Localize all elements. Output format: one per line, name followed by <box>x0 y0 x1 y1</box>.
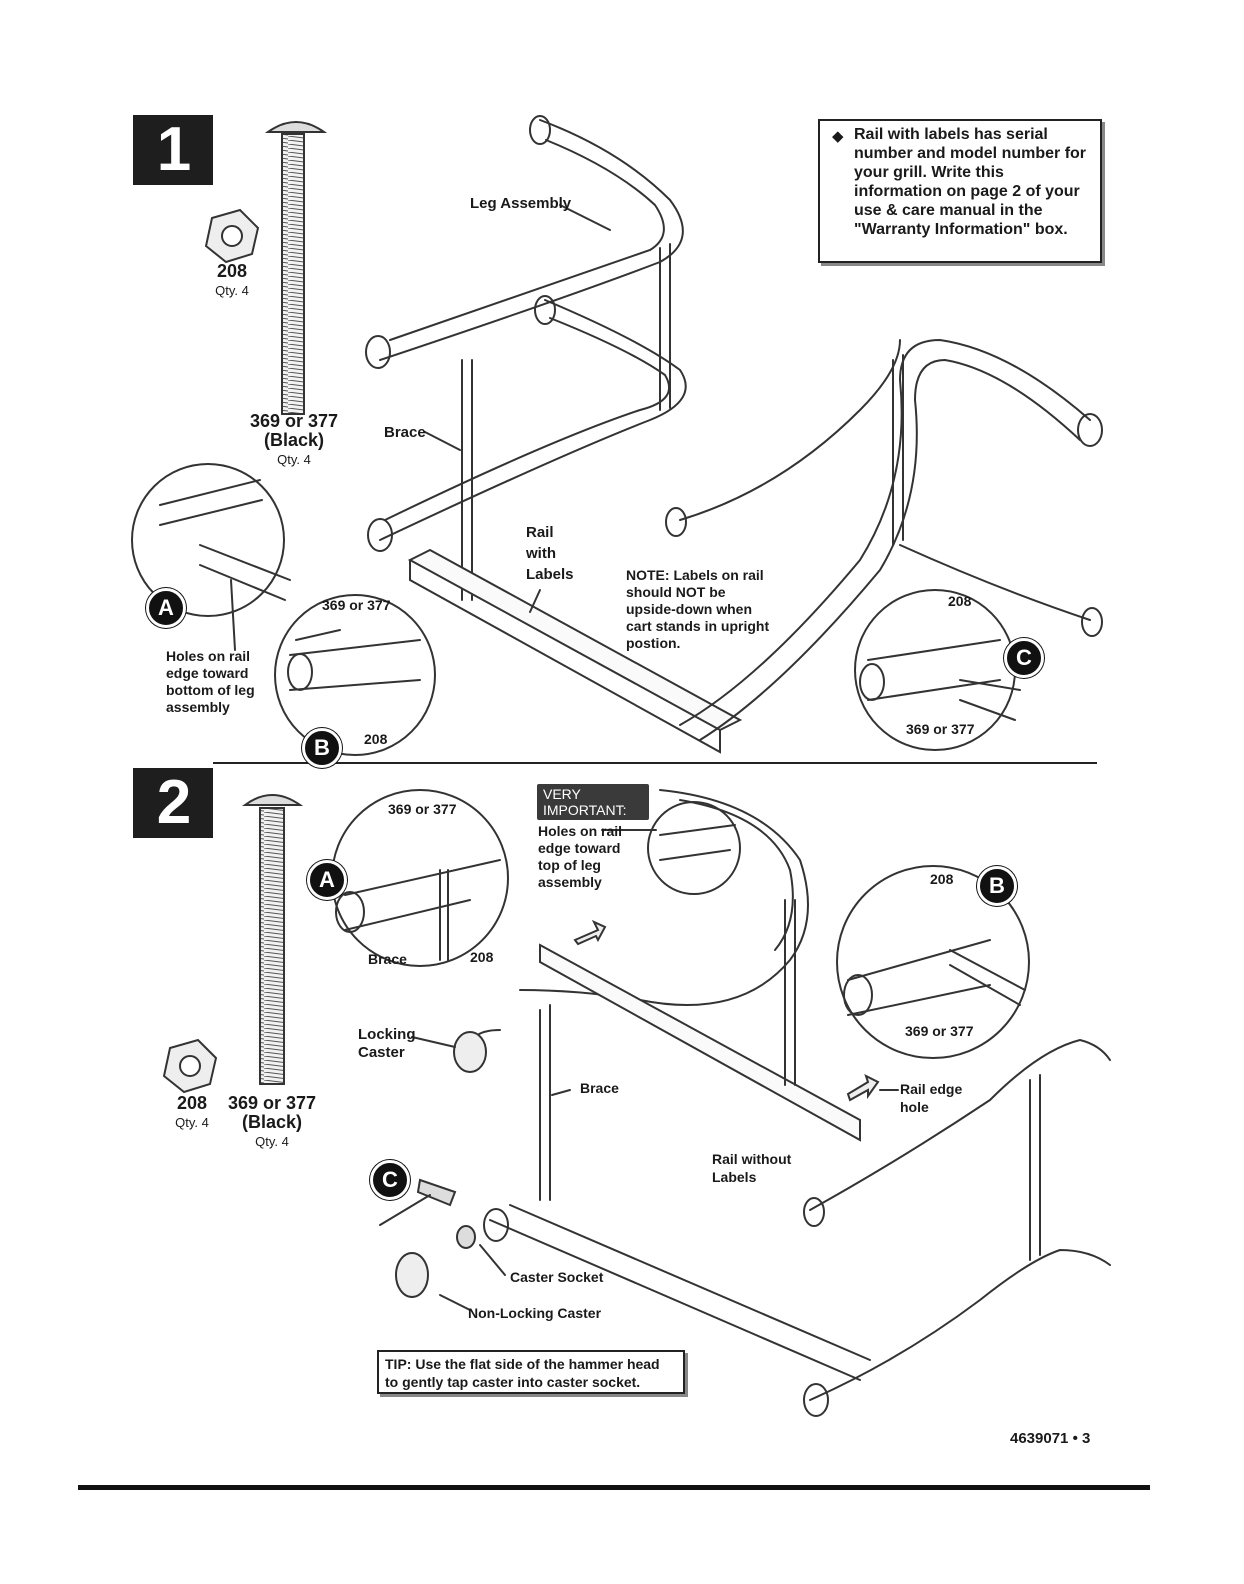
step1-bolt-qty: Qty. 4 <box>277 452 311 467</box>
label-brace-2: Brace <box>580 1080 619 1096</box>
label-holes-top: Holes on rail edge toward top of leg ass… <box>538 823 623 890</box>
very-important-banner: VERY IMPORTANT: <box>537 784 649 820</box>
label-b-bolt-2: 369 or 377 <box>905 1023 974 1039</box>
detail-circle-b1 <box>274 594 436 756</box>
page-number: 4639071 • 3 <box>1010 1430 1091 1447</box>
label-a-bolt-2: 369 or 377 <box>388 801 457 817</box>
label-note: NOTE: Labels on rail should NOT be upsid… <box>626 567 770 651</box>
step2-bolt-number: 369 or 377 <box>227 1093 317 1113</box>
label-caster-socket: Caster Socket <box>510 1269 604 1285</box>
label-b-nut-1: 208 <box>364 731 388 747</box>
label-brace-1: Brace <box>384 424 426 441</box>
callout-a-1: A <box>146 588 186 628</box>
step-2-number: 2 <box>133 768 213 838</box>
label-holes-bottom: Holes on rail edge toward bottom of leg … <box>166 648 255 715</box>
callout-b-2: B <box>977 866 1017 906</box>
tip-box: TIP: Use the flat side of the hammer hea… <box>377 1350 685 1394</box>
step1-bolt-part: 369 or 377 (Black) Qty. 4 <box>244 412 344 469</box>
serial-info-box: ◆ Rail with labels has serial number and… <box>818 119 1102 263</box>
step2-nut-qty: Qty. 4 <box>175 1115 209 1130</box>
label-rail-without-labels: Rail without Labels <box>712 1151 792 1185</box>
callout-a-2: A <box>307 860 347 900</box>
bolt-shaft-1 <box>281 133 305 415</box>
step2-nut-part: 208 Qty. 4 <box>160 1094 224 1132</box>
footer-rule <box>78 1485 1150 1490</box>
step1-nut-qty: Qty. 4 <box>215 283 249 298</box>
label-b-bolt-1: 369 or 377 <box>322 597 391 613</box>
label-locking-caster: Locking Caster <box>358 1026 416 1061</box>
label-c-bolt-1: 369 or 377 <box>906 721 975 737</box>
bolt-shaft-2 <box>259 807 285 1085</box>
label-a-brace-2: Brace <box>368 951 407 967</box>
label-leg-assembly: Leg Assembly <box>470 195 572 212</box>
step1-bolt-number: 369 or 377 <box>249 411 339 431</box>
diamond-bullet-icon: ◆ <box>832 128 844 145</box>
label-b-nut-2: 208 <box>930 871 954 887</box>
step1-bolt-color: (Black) <box>263 430 325 450</box>
step2-bolt-qty: Qty. 4 <box>255 1134 289 1149</box>
tip-text: TIP: Use the flat side of the hammer hea… <box>385 1356 660 1390</box>
locking-caster-wheel <box>453 1031 487 1073</box>
detail-circle-b2 <box>836 865 1030 1059</box>
step2-bolt-color: (Black) <box>241 1112 303 1132</box>
non-locking-caster-wheel <box>395 1252 429 1298</box>
bolt-head-2 <box>241 794 304 806</box>
detail-circle-a1 <box>131 463 285 617</box>
callout-c-1: C <box>1004 638 1044 678</box>
label-rail-edge-hole: Rail edge hole <box>900 1081 963 1115</box>
very-important-text: VERY IMPORTANT: <box>543 786 627 818</box>
callout-b-1: B <box>302 728 342 768</box>
step1-nut-part: 208 Qty. 4 <box>200 262 264 300</box>
label-rail-with-labels: Rail with Labels <box>526 524 574 583</box>
detail-circle-holes <box>647 801 741 895</box>
callout-c-2: C <box>370 1160 410 1200</box>
step-1-number: 1 <box>133 115 213 185</box>
step2-bolt-part: 369 or 377 (Black) Qty. 4 <box>222 1094 322 1151</box>
step2-nut-number: 208 <box>176 1093 208 1113</box>
section-divider <box>213 762 1097 764</box>
label-a-nut-2: 208 <box>470 949 494 965</box>
label-c-nut-1: 208 <box>948 593 972 609</box>
serial-info-text: Rail with labels has serial number and m… <box>854 126 1087 238</box>
bolt-head-1 <box>264 121 328 133</box>
label-non-locking-caster: Non-Locking Caster <box>468 1305 602 1321</box>
step1-nut-number: 208 <box>216 261 248 281</box>
